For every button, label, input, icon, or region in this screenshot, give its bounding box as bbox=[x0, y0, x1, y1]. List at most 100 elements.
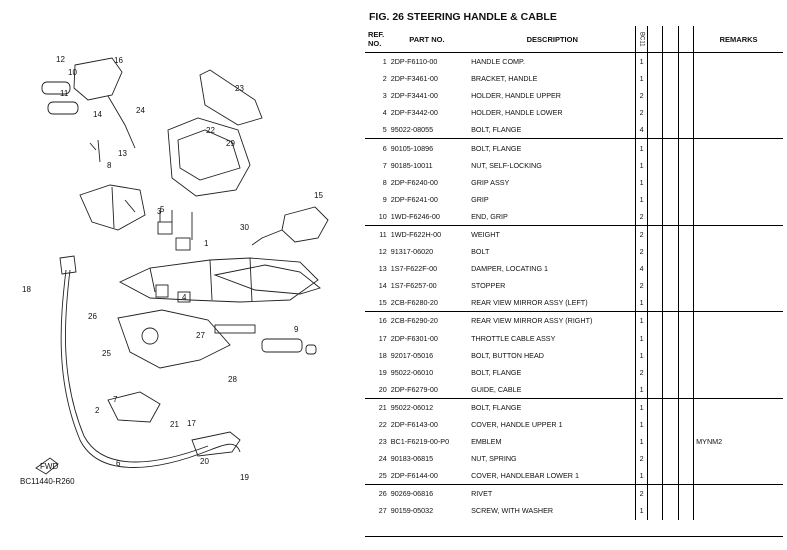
callout-17: 17 bbox=[187, 419, 196, 428]
callout-30: 30 bbox=[240, 223, 249, 232]
part-no-cell: 90269-06816 bbox=[390, 489, 434, 499]
part-no-cell: 90185-10011 bbox=[390, 160, 433, 170]
description-cell: COVER, HANDLEBAR LOWER 1 bbox=[465, 467, 636, 486]
remarks-cell bbox=[693, 380, 783, 399]
model-cell bbox=[647, 311, 664, 330]
callout-labels: 1 2 3 4 5 6 7 8 9 10 11 12 13 14 15 16 1… bbox=[22, 55, 323, 482]
model-cell bbox=[662, 260, 679, 278]
quantity-cell: 2 bbox=[635, 363, 648, 381]
model-cell bbox=[662, 380, 679, 399]
model-cell bbox=[678, 87, 695, 105]
ref-no-cell: 25 bbox=[365, 467, 389, 486]
model-cell bbox=[662, 225, 679, 244]
callout-11: 11 bbox=[60, 89, 69, 98]
ref-no-cell: 17 bbox=[378, 333, 387, 343]
model-cell bbox=[647, 329, 664, 347]
part-no-cell: 2DP-F6279-00 bbox=[388, 380, 466, 399]
ref-no-cell: 15 bbox=[365, 294, 389, 313]
description-cell: BOLT bbox=[471, 247, 490, 257]
callout-22: 22 bbox=[206, 126, 215, 135]
description-cell: NUT, SELF-LOCKING bbox=[471, 160, 542, 170]
model-cell bbox=[647, 260, 664, 278]
ref-no-cell: 22 bbox=[378, 420, 387, 430]
model-cell bbox=[678, 415, 695, 434]
callout-13: 13 bbox=[118, 149, 127, 158]
description-cell: BOLT, FLANGE bbox=[471, 143, 522, 153]
header-part-no: PART NO. bbox=[388, 26, 466, 53]
callout-16: 16 bbox=[114, 56, 123, 65]
remarks-cell bbox=[694, 87, 783, 104]
callout-4: 4 bbox=[182, 293, 187, 302]
callout-21: 21 bbox=[170, 420, 179, 429]
callout-28: 28 bbox=[228, 375, 237, 384]
left-mirror-drawing bbox=[73, 57, 123, 101]
part-no-cell: 1S7-F6257-00 bbox=[390, 281, 437, 291]
quantity-cell: 1 bbox=[635, 52, 648, 71]
model-cell bbox=[662, 190, 679, 208]
part-no-cell: 90105-10896 bbox=[390, 143, 434, 153]
description-cell: WEIGHT bbox=[471, 229, 500, 239]
description-cell: REAR VIEW MIRROR ASSY (RIGHT) bbox=[471, 316, 593, 326]
description-cell: RIVET bbox=[471, 489, 493, 499]
model-cell bbox=[662, 52, 679, 71]
model-cell bbox=[647, 121, 664, 140]
model-cell bbox=[678, 450, 695, 468]
model-cell bbox=[662, 433, 679, 451]
table-bottom-rule bbox=[365, 536, 783, 537]
model-cell bbox=[662, 277, 679, 295]
callout-7: 7 bbox=[113, 395, 118, 404]
model-cell bbox=[678, 156, 695, 174]
callout-19: 19 bbox=[240, 473, 249, 482]
model-cell bbox=[647, 380, 664, 399]
ref-no-cell: 13 bbox=[378, 264, 387, 274]
part-no-cell: BC1-F6219-00-P0 bbox=[390, 437, 450, 447]
ref-no-cell: 19 bbox=[378, 367, 387, 377]
model-cell bbox=[647, 346, 664, 364]
model-cell bbox=[678, 311, 695, 330]
ref-no-cell: 12 bbox=[378, 247, 387, 257]
ref-no-cell: 23 bbox=[378, 437, 387, 447]
model-cell bbox=[678, 190, 695, 208]
ref-no-cell: 1 bbox=[382, 57, 387, 67]
model-cell bbox=[678, 398, 695, 416]
model-cell bbox=[647, 277, 664, 295]
quantity-cell: 4 bbox=[635, 260, 648, 278]
throttle-cable-drawing bbox=[60, 269, 241, 468]
part-no-cell: 2DP-F6301-00 bbox=[390, 333, 438, 343]
ref-no-cell: 21 bbox=[378, 402, 387, 412]
remarks-cell bbox=[694, 330, 783, 347]
quantity-cell: 1 bbox=[635, 138, 648, 157]
model-cell bbox=[678, 467, 695, 486]
part-no-cell: 2DP-F6241-00 bbox=[390, 194, 438, 204]
model-cell bbox=[678, 346, 695, 364]
callout-1: 1 bbox=[204, 239, 209, 248]
model-cell bbox=[678, 104, 695, 122]
model-cell bbox=[647, 243, 664, 261]
description-cell: BOLT, BUTTON HEAD bbox=[471, 350, 544, 360]
remarks-cell bbox=[694, 104, 783, 121]
fwd-arrow-icon: FWD bbox=[35, 457, 59, 475]
ref-no-cell: 6 bbox=[382, 143, 387, 153]
model-cell bbox=[647, 502, 664, 520]
model-cell bbox=[678, 277, 695, 295]
remarks-cell bbox=[694, 485, 783, 503]
quantity-cell: 1 bbox=[635, 415, 648, 434]
quantity-cell: 2 bbox=[635, 277, 648, 295]
description-cell: DAMPER, LOCATING 1 bbox=[471, 264, 549, 274]
model-cell bbox=[647, 467, 664, 486]
part-no-cell: 2DP-F3441-00 bbox=[390, 91, 438, 101]
model-cell bbox=[662, 467, 679, 486]
description-cell: END, GRIP bbox=[465, 207, 636, 226]
